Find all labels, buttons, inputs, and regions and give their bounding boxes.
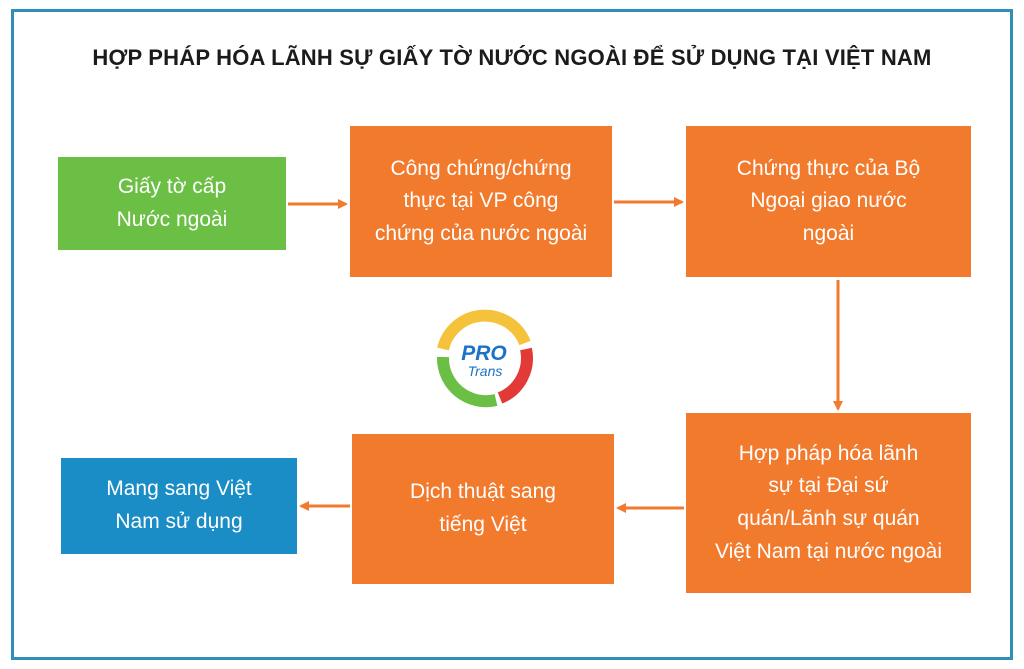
- step-consular-legalization-line-4: Việt Nam tại nước ngoài: [714, 539, 943, 563]
- step-consular-legalization-line-3: quán/Lãnh sự quán: [737, 507, 920, 530]
- step-consular-legalization: Hợp pháp hóa lãnh sự tại Đại sứ quán/Lãn…: [686, 413, 971, 593]
- step-consular-legalization-line-1: Hợp pháp hóa lãnh: [738, 441, 919, 465]
- step-foreign-ministry-line-1: Chứng thực của Bộ: [736, 156, 921, 180]
- step-notarization: Công chứng/chứng thực tại VP công chứng …: [350, 126, 612, 277]
- step-translation: Dịch thuật sang tiếng Việt: [352, 434, 614, 584]
- logo-text-pro: PRO: [461, 342, 507, 365]
- step-notarization-line-1: Công chứng/chứng: [390, 156, 572, 180]
- step-translation-line-1: Dịch thuật sang: [410, 480, 556, 504]
- step-foreign-ministry-line-2: Ngoại giao nước: [750, 189, 907, 213]
- diagram-title: HỢP PHÁP HÓA LÃNH SỰ GIẤY TỜ NƯỚC NGOÀI …: [92, 45, 932, 70]
- step-consular-legalization-line-2: sự tại Đại sứ: [768, 474, 889, 498]
- step-notarization-line-3: chứng của nước ngoài: [374, 221, 588, 245]
- step-use-in-vietnam-line-1: Mang sang Việt: [106, 477, 252, 501]
- logo-text-trans: Trans: [468, 363, 503, 379]
- step-foreign-document-line-2: Nước ngoài: [116, 207, 228, 231]
- step-foreign-document-line-1: Giấy tờ cấp: [117, 174, 227, 198]
- step-foreign-ministry-line-3: ngoài: [802, 221, 855, 245]
- step-use-in-vietnam: Mang sang Việt Nam sử dụng: [61, 458, 297, 554]
- step-foreign-document: Giấy tờ cấp Nước ngoài: [58, 157, 286, 250]
- protrans-logo: PRO Trans: [437, 309, 533, 408]
- step-notarization-line-2: thực tại VP công: [403, 189, 559, 213]
- step-use-in-vietnam-line-2: Nam sử dụng: [115, 510, 243, 533]
- step-foreign-ministry-certification: Chứng thực của Bộ Ngoại giao nước ngoài: [686, 126, 971, 277]
- step-translation-line-2: tiếng Việt: [439, 513, 527, 536]
